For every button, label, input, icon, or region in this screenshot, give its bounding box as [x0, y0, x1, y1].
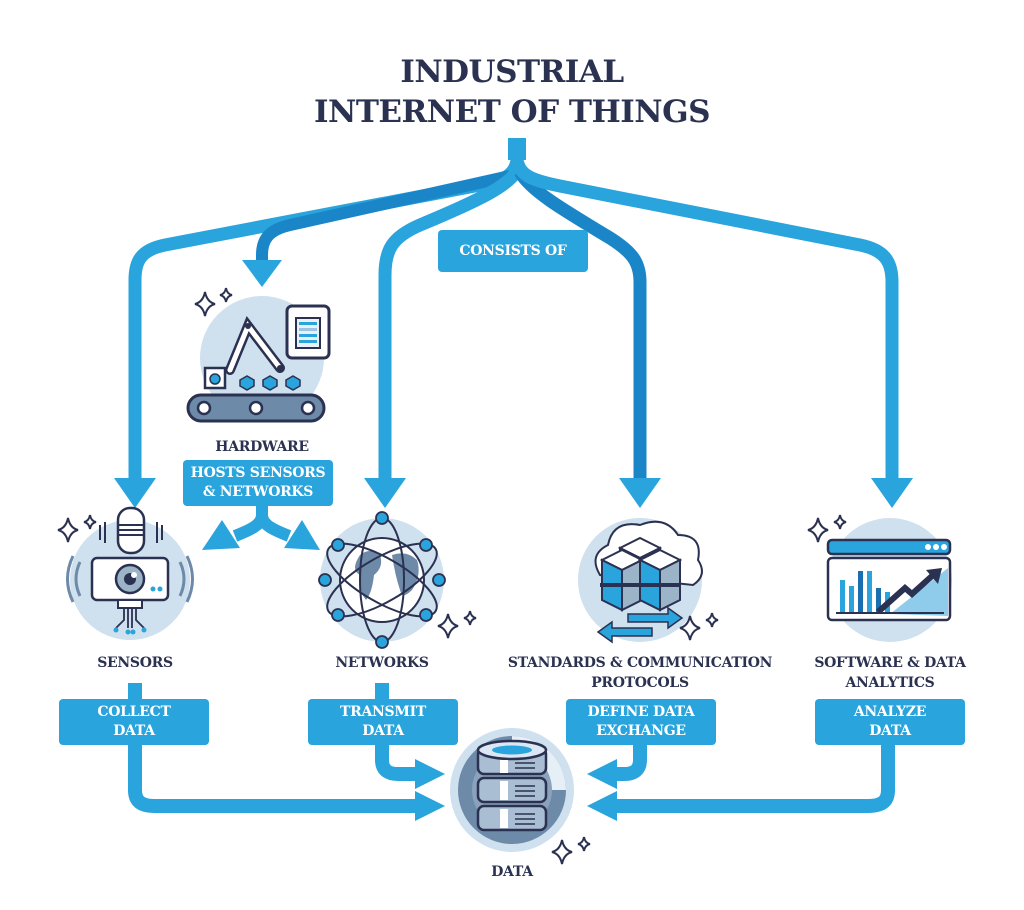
hardware-role-tag: HOSTS SENSORS & NETWORKS	[183, 460, 333, 506]
sparkle-icon	[551, 836, 591, 865]
arrow-software-to-data	[612, 745, 895, 813]
title-line-2: INTERNET OF THINGS	[314, 94, 710, 130]
software-label: SOFTWARE & DATA ANALYTICS	[814, 655, 966, 691]
data-label: DATA	[491, 864, 533, 880]
hardware-split-arrows	[202, 505, 320, 550]
arrow-head-standards	[619, 478, 661, 508]
consists-of-label: CONSISTS OF	[438, 230, 588, 272]
sparkle-icon	[194, 287, 233, 317]
sensors-role-tag: COLLECT DATA	[59, 699, 209, 745]
arrow-networks-to-data	[375, 745, 420, 781]
arrow-standards-to-data	[612, 745, 647, 781]
page-title: INDUSTRIAL INTERNET OF THINGS	[0, 52, 1024, 132]
sensor-camera-icon	[66, 506, 194, 640]
hardware-label: HARDWARE	[215, 439, 309, 455]
arrow-head-hardware	[242, 260, 282, 287]
robot-arm-conveyor-icon	[186, 296, 331, 423]
networks-label: NETWORKS	[335, 655, 429, 671]
sparkle-icon	[679, 612, 719, 641]
arrow-head-left-to-sensors	[202, 520, 240, 550]
arrow-to-software	[510, 158, 899, 485]
sparkle-icon	[437, 610, 477, 639]
arrow-head-right-to-networks	[284, 520, 320, 550]
arrow-sensors-to-data	[128, 745, 420, 813]
standards-role-tag: DEFINE DATA EXCHANGE	[566, 699, 716, 745]
analytics-chart-icon	[826, 518, 952, 642]
globe-network-icon	[318, 511, 446, 649]
sparkle-icon	[807, 514, 847, 543]
software-role-tag: ANALYZE DATA	[815, 699, 965, 745]
sensors-label: SENSORS	[97, 655, 173, 671]
cubes-cloud-exchange-icon	[578, 518, 703, 644]
arrow-head-software	[871, 478, 913, 508]
bottom-arrows	[128, 683, 895, 821]
arrow-to-hardware	[256, 170, 512, 262]
database-icon	[450, 728, 574, 852]
arrow-head-sensors	[114, 478, 156, 508]
title-line-1: INDUSTRIAL	[400, 54, 624, 90]
networks-role-tag: TRANSMIT DATA	[308, 699, 458, 745]
sparkle-icon	[57, 514, 97, 543]
arrow-head-networks	[364, 478, 406, 508]
arrow-to-networks	[378, 166, 523, 485]
branch-arrows	[114, 138, 913, 508]
standards-label: STANDARDS & COMMUNICATION PROTOCOLS	[507, 655, 773, 691]
arrow-to-standards	[514, 168, 647, 485]
